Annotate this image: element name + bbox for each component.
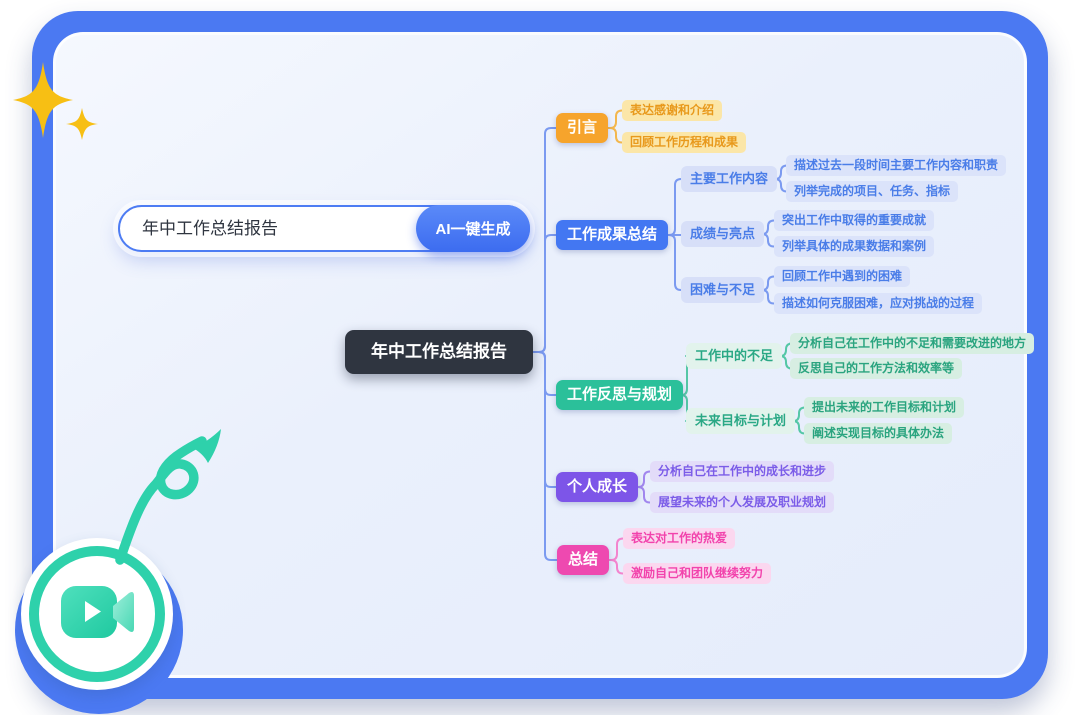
- node-summary-1[interactable]: 表达对工作的热爱: [623, 528, 736, 549]
- node-results-high[interactable]: 成绩与亮点: [681, 221, 765, 247]
- node-results-main-2[interactable]: 列举完成的项目、任务、指标: [786, 181, 959, 202]
- connector-intro-intro-1: [607, 109, 623, 129]
- badge-ring: [29, 546, 165, 682]
- ai-generate-button[interactable]: AI一键生成: [416, 205, 530, 252]
- node-results-diff[interactable]: 困难与不足: [681, 277, 765, 303]
- connector-summary-summary-1: [608, 537, 624, 561]
- node-growth[interactable]: 个人成长: [556, 472, 639, 502]
- topic-input[interactable]: 年中工作总结报告 AI一键生成: [118, 205, 530, 252]
- node-root[interactable]: 年中工作总结报告: [345, 330, 533, 374]
- connector-intro-intro-2: [607, 127, 623, 144]
- node-reflect-future-2[interactable]: 阐述实现目标的具体办法: [804, 423, 953, 444]
- connector-results-diff-results-diff-2: [761, 289, 775, 305]
- node-results[interactable]: 工作成果总结: [556, 220, 669, 250]
- node-reflect-future[interactable]: 未来目标与计划: [686, 408, 796, 434]
- connector-results-main-results-main-2: [774, 178, 788, 193]
- connector-summary-summary-2: [608, 559, 624, 575]
- node-reflect-future-1[interactable]: 提出未来的工作目标和计划: [804, 397, 965, 418]
- connector-reflect-future-reflect-future-2: [792, 420, 806, 435]
- node-growth-2[interactable]: 展望未来的个人发展及职业规划: [650, 492, 835, 513]
- topic-input-value: 年中工作总结报告: [142, 219, 278, 238]
- connector-root-summary: [532, 351, 558, 561]
- node-results-high-2[interactable]: 列举具体的成果数据和案例: [774, 236, 935, 257]
- connector-root-results: [532, 234, 557, 353]
- node-results-main-1[interactable]: 描述过去一段时间主要工作内容和职责: [786, 155, 1007, 176]
- node-results-main[interactable]: 主要工作内容: [681, 166, 778, 192]
- node-summary[interactable]: 总结: [557, 545, 610, 575]
- node-intro-1[interactable]: 表达感谢和介绍: [622, 100, 723, 121]
- node-reflect[interactable]: 工作反思与规划: [556, 380, 684, 410]
- connector-results-results-diff: [667, 234, 682, 291]
- node-reflect-short[interactable]: 工作中的不足: [686, 343, 783, 369]
- connector-results-high-results-high-2: [761, 233, 775, 248]
- node-intro[interactable]: 引言: [556, 113, 609, 143]
- connector-reflect-short-reflect-short-2: [779, 355, 793, 370]
- node-reflect-short-1[interactable]: 分析自己在工作中的不足和需要改进的地方: [790, 333, 1035, 354]
- node-growth-1[interactable]: 分析自己在工作中的成长和进步: [650, 461, 835, 482]
- video-camera-icon: [61, 586, 134, 638]
- node-results-high-1[interactable]: 突出工作中取得的重要成就: [774, 210, 935, 231]
- node-summary-2[interactable]: 激励自己和团队继续努力: [623, 563, 772, 584]
- connector-growth-growth-1: [637, 470, 651, 488]
- node-results-diff-1[interactable]: 回顾工作中遇到的困难: [774, 266, 911, 287]
- canvas-panel: [53, 32, 1027, 678]
- connector-growth-growth-2: [637, 486, 651, 504]
- connector-results-results-main: [667, 178, 682, 236]
- node-results-diff-2[interactable]: 描述如何克服困难，应对挑战的过程: [774, 293, 983, 314]
- node-intro-2[interactable]: 回顾工作历程和成果: [622, 132, 747, 153]
- node-reflect-short-2[interactable]: 反思自己的工作方法和效率等: [790, 358, 963, 379]
